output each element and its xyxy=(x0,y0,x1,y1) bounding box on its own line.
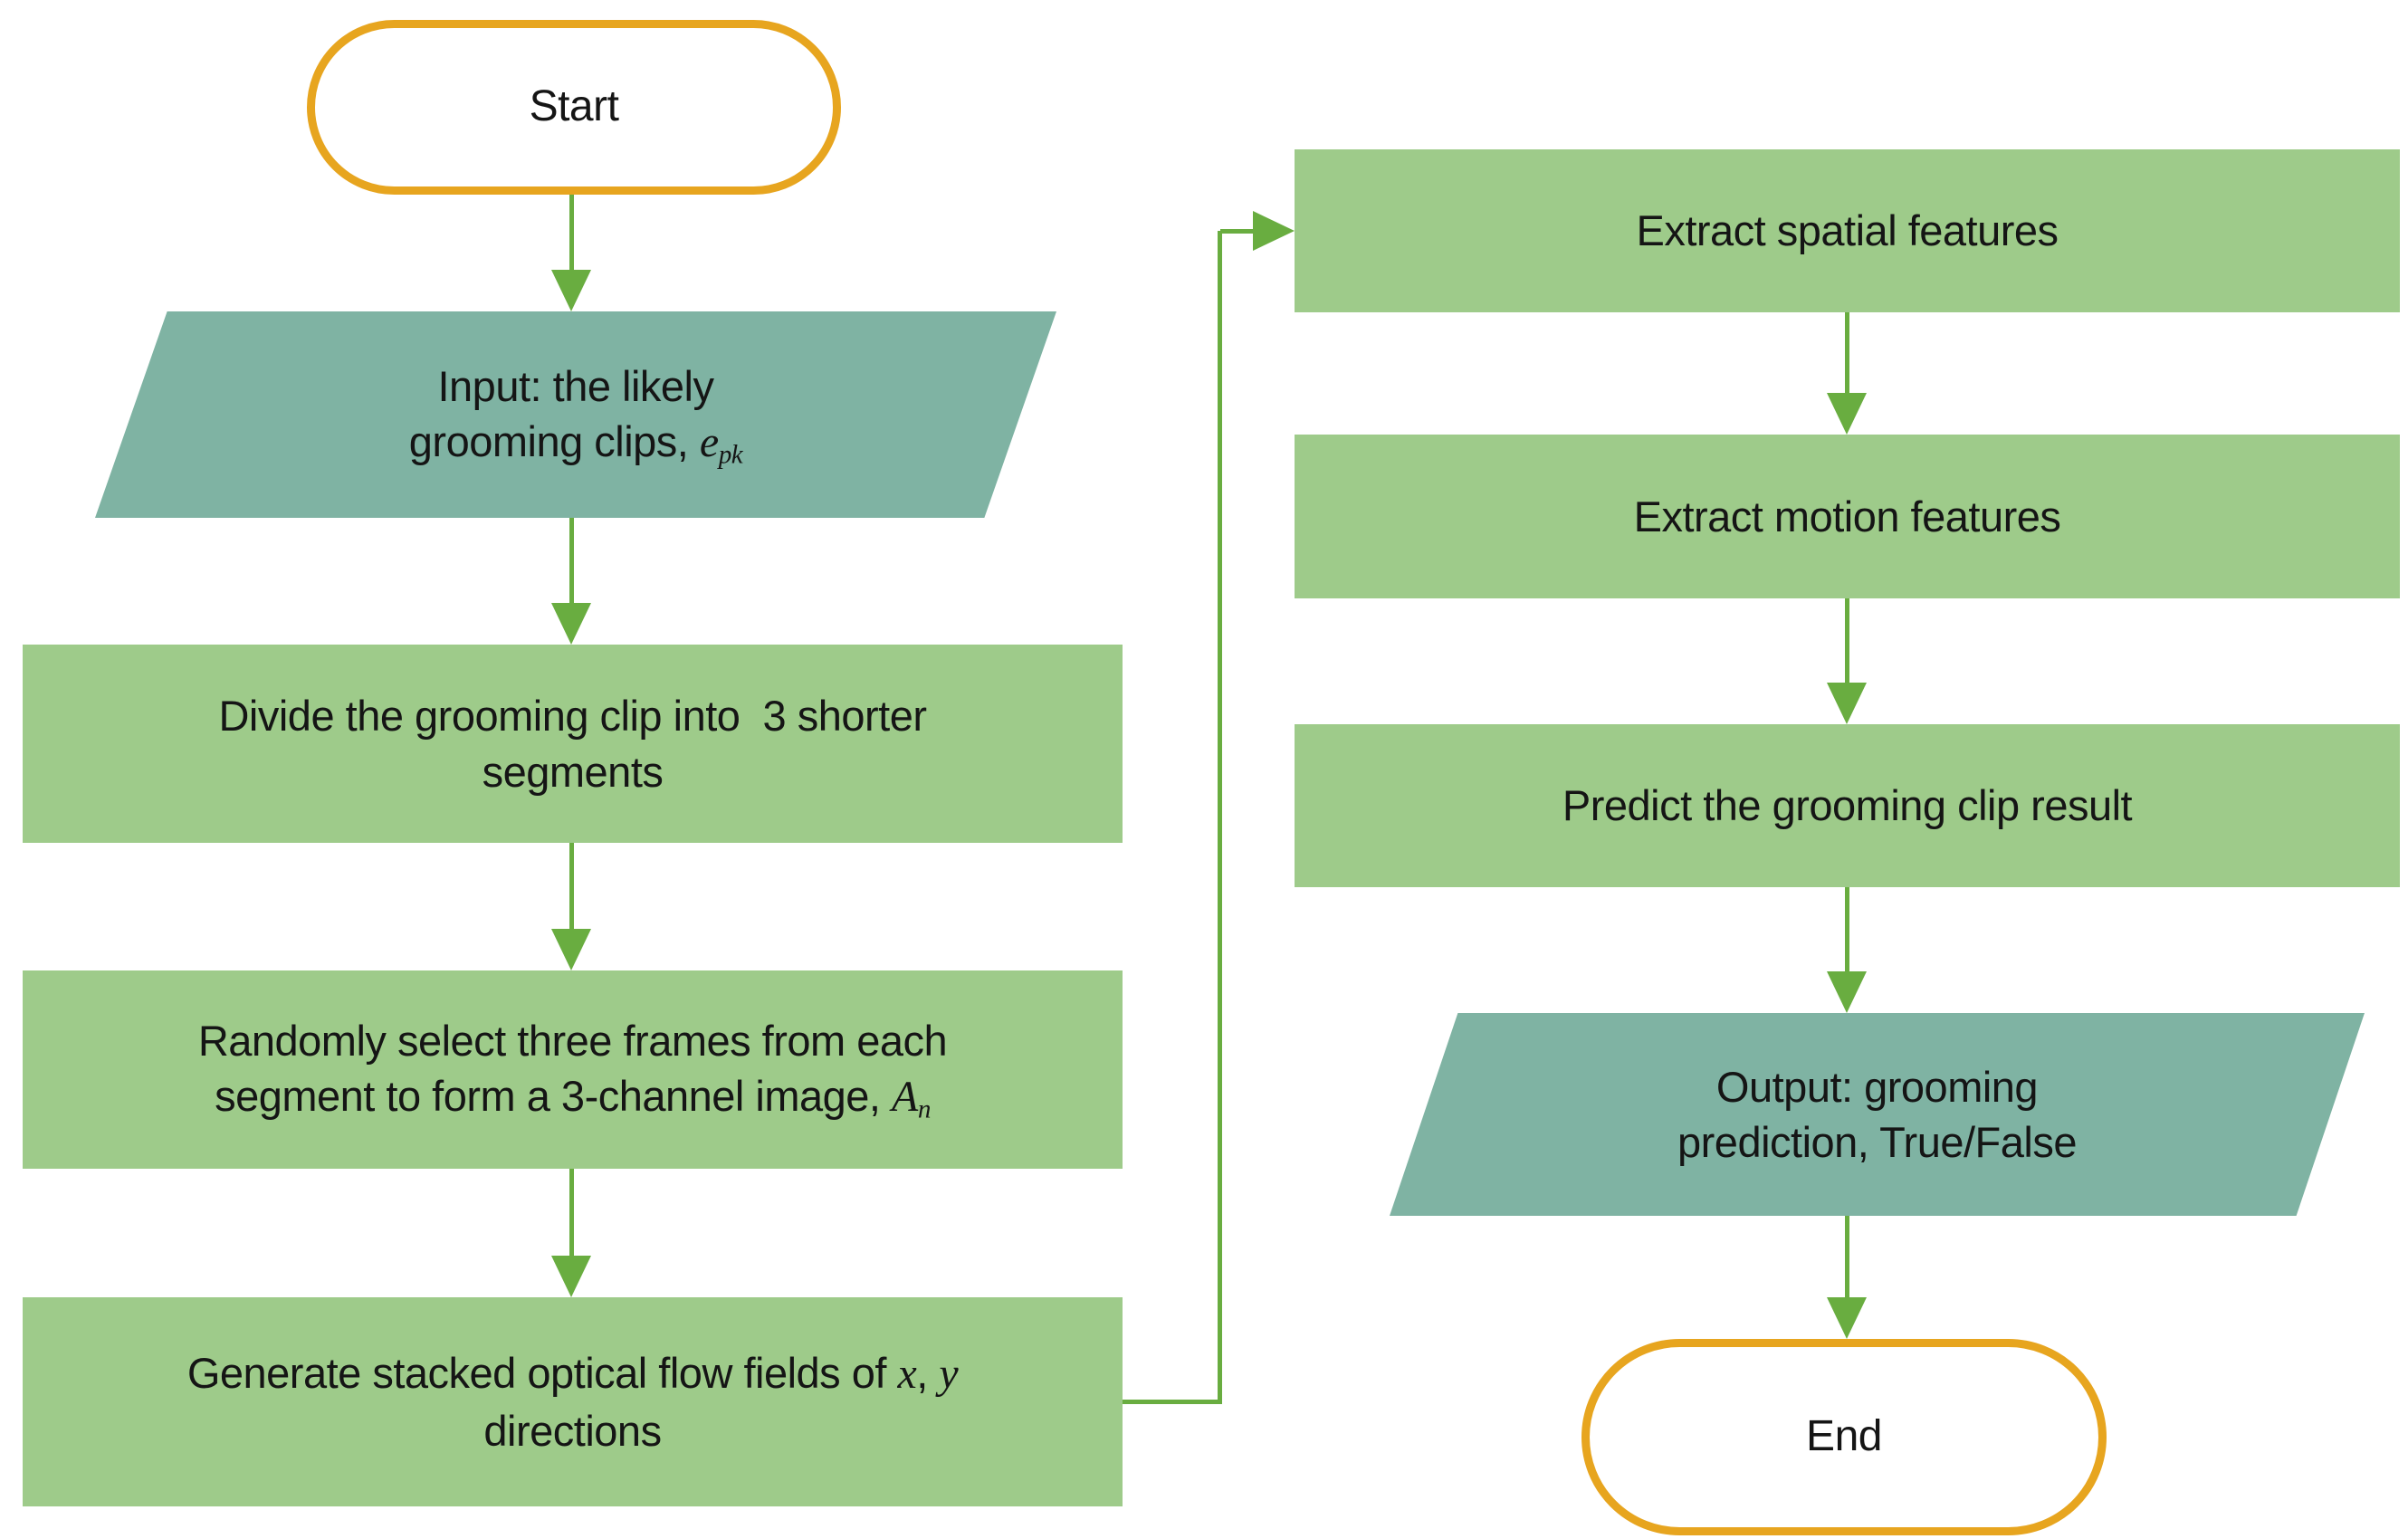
predict-label: Predict the grooming clip result xyxy=(1562,781,2133,830)
connector-optical-to-spatial-segment-bottom xyxy=(1123,1400,1222,1404)
start-terminator: Start xyxy=(307,20,841,195)
connector-optical-to-spatial-segment-top xyxy=(1220,229,1255,234)
predict-process: Predict the grooming clip result xyxy=(1295,724,2400,887)
divide-process: Divide the grooming clip into 3 shorter … xyxy=(23,645,1123,843)
arrow-motion-to-predict-head xyxy=(1827,683,1867,724)
arrow-predict-to-output-line xyxy=(1845,887,1849,973)
arrow-input-to-divide-head xyxy=(551,603,591,645)
optical-flow-process: Generate stacked optical flow fields of … xyxy=(23,1297,1123,1506)
random-frames-line2: segment to form a 3-channel image, An xyxy=(215,1072,932,1124)
output-line2: prediction, True/False xyxy=(1677,1118,2077,1166)
extract-spatial-label: Extract spatial features xyxy=(1636,206,2059,255)
arrow-divide-to-random-line xyxy=(569,843,574,931)
arrow-start-to-input-line xyxy=(569,195,574,272)
arrow-random-to-optical-flow-line xyxy=(569,1169,574,1257)
optical-flow-line2: directions xyxy=(483,1406,662,1455)
arrow-motion-to-predict-line xyxy=(1845,598,1849,684)
input-clips-io: Input: the likely grooming clips, epk xyxy=(95,311,1056,518)
optical-flow-line1: Generate stacked optical flow fields of … xyxy=(186,1349,959,1399)
end-label: End xyxy=(1806,1412,1882,1461)
divide-line2: segments xyxy=(482,747,664,796)
math-var-e: e xyxy=(699,417,719,466)
math-var-A: A xyxy=(892,1073,918,1122)
arrow-divide-to-random-head xyxy=(551,929,591,970)
divide-line1: Divide the grooming clip into 3 shorter xyxy=(218,692,927,741)
arrow-spatial-to-motion-head xyxy=(1827,393,1867,435)
extract-motion-label: Extract motion features xyxy=(1633,492,2061,540)
end-terminator: End xyxy=(1581,1339,2107,1535)
arrow-predict-to-output-head xyxy=(1827,971,1867,1013)
math-sub-pk: pk xyxy=(718,440,743,470)
output-io: Output: grooming prediction, True/False xyxy=(1390,1013,2365,1216)
connector-optical-to-spatial-segment-vertical xyxy=(1218,231,1222,1404)
arrow-spatial-to-motion-line xyxy=(1845,312,1849,395)
input-clips-line1: Input: the likely xyxy=(437,361,714,410)
arrow-input-to-divide-line xyxy=(569,518,574,605)
connector-optical-to-spatial-head xyxy=(1253,211,1295,251)
math-var-x: x xyxy=(897,1350,917,1399)
arrow-output-to-end-line xyxy=(1845,1216,1849,1299)
extract-spatial-process: Extract spatial features xyxy=(1295,149,2400,312)
random-frames-line1: Randomly select three frames from each xyxy=(197,1017,948,1066)
random-frames-process: Randomly select three frames from each s… xyxy=(23,970,1123,1169)
output-line1: Output: grooming xyxy=(1715,1062,2039,1111)
extract-motion-process: Extract motion features xyxy=(1295,435,2400,598)
arrow-random-to-optical-flow-head xyxy=(551,1256,591,1297)
arrow-output-to-end-head xyxy=(1827,1297,1867,1339)
math-var-y: y xyxy=(939,1350,959,1399)
arrow-start-to-input-head xyxy=(551,270,591,311)
math-sub-n: n xyxy=(917,1095,932,1124)
input-clips-line2: grooming clips, epk xyxy=(408,416,743,470)
start-label: Start xyxy=(529,82,619,131)
